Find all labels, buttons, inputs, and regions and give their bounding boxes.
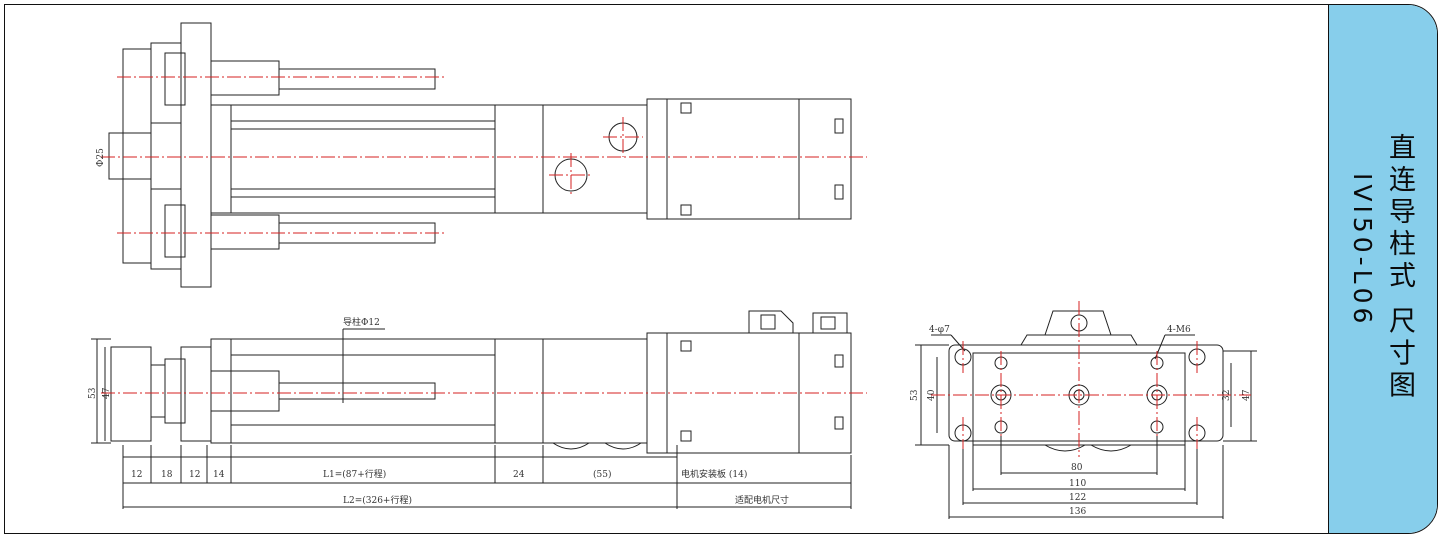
segment-motor-plate: 电机安装板 (14) bbox=[681, 468, 747, 480]
end-dim-32: 32 bbox=[1222, 390, 1232, 401]
side-view bbox=[91, 310, 852, 509]
technical-drawing: Φ25 导柱Φ12 53 47 12 18 12 14 L1=(87+行程) 2… bbox=[88, 22, 1257, 519]
title-chinese: 直连导柱式 尺寸图 bbox=[1384, 133, 1415, 403]
thread-label: 4-M6 bbox=[1167, 325, 1191, 335]
end-dim-40: 40 bbox=[927, 389, 937, 401]
segment-3: 12 bbox=[189, 470, 200, 480]
end-dim-80: 80 bbox=[1071, 463, 1083, 473]
side-dim-53: 53 bbox=[88, 387, 98, 399]
top-diameter-label: Φ25 bbox=[96, 148, 106, 167]
end-dim-136: 136 bbox=[1069, 507, 1086, 517]
segment-1: 12 bbox=[131, 470, 142, 480]
drawing-frame: Φ25 导柱Φ12 53 47 12 18 12 14 L1=(87+行程) 2… bbox=[4, 4, 1438, 534]
segment-55: (55) bbox=[593, 469, 611, 480]
segment-l1: L1=(87+行程) bbox=[323, 468, 386, 480]
guide-rod-label: 导柱Φ12 bbox=[343, 316, 380, 328]
segment-24: 24 bbox=[513, 470, 525, 480]
title-panel: 直连导柱式 尺寸图 IVI50-L06 bbox=[1328, 5, 1437, 533]
model-number: IVI50-L06 bbox=[1348, 173, 1377, 328]
end-dim-53: 53 bbox=[910, 389, 920, 401]
segment-2: 18 bbox=[161, 470, 173, 480]
side-dim-47: 47 bbox=[102, 387, 112, 399]
segment-4: 14 bbox=[213, 470, 225, 480]
total-length-label: L2=(326+行程) bbox=[343, 494, 412, 506]
end-dim-122: 122 bbox=[1069, 493, 1086, 503]
center-lines bbox=[101, 76, 1251, 457]
top-view bbox=[108, 22, 852, 288]
end-dim-110: 110 bbox=[1069, 479, 1086, 489]
motor-size-label: 适配电机尺寸 bbox=[735, 494, 789, 506]
hole-label: 4-φ7 bbox=[929, 325, 950, 335]
end-dim-47: 47 bbox=[1242, 389, 1252, 401]
